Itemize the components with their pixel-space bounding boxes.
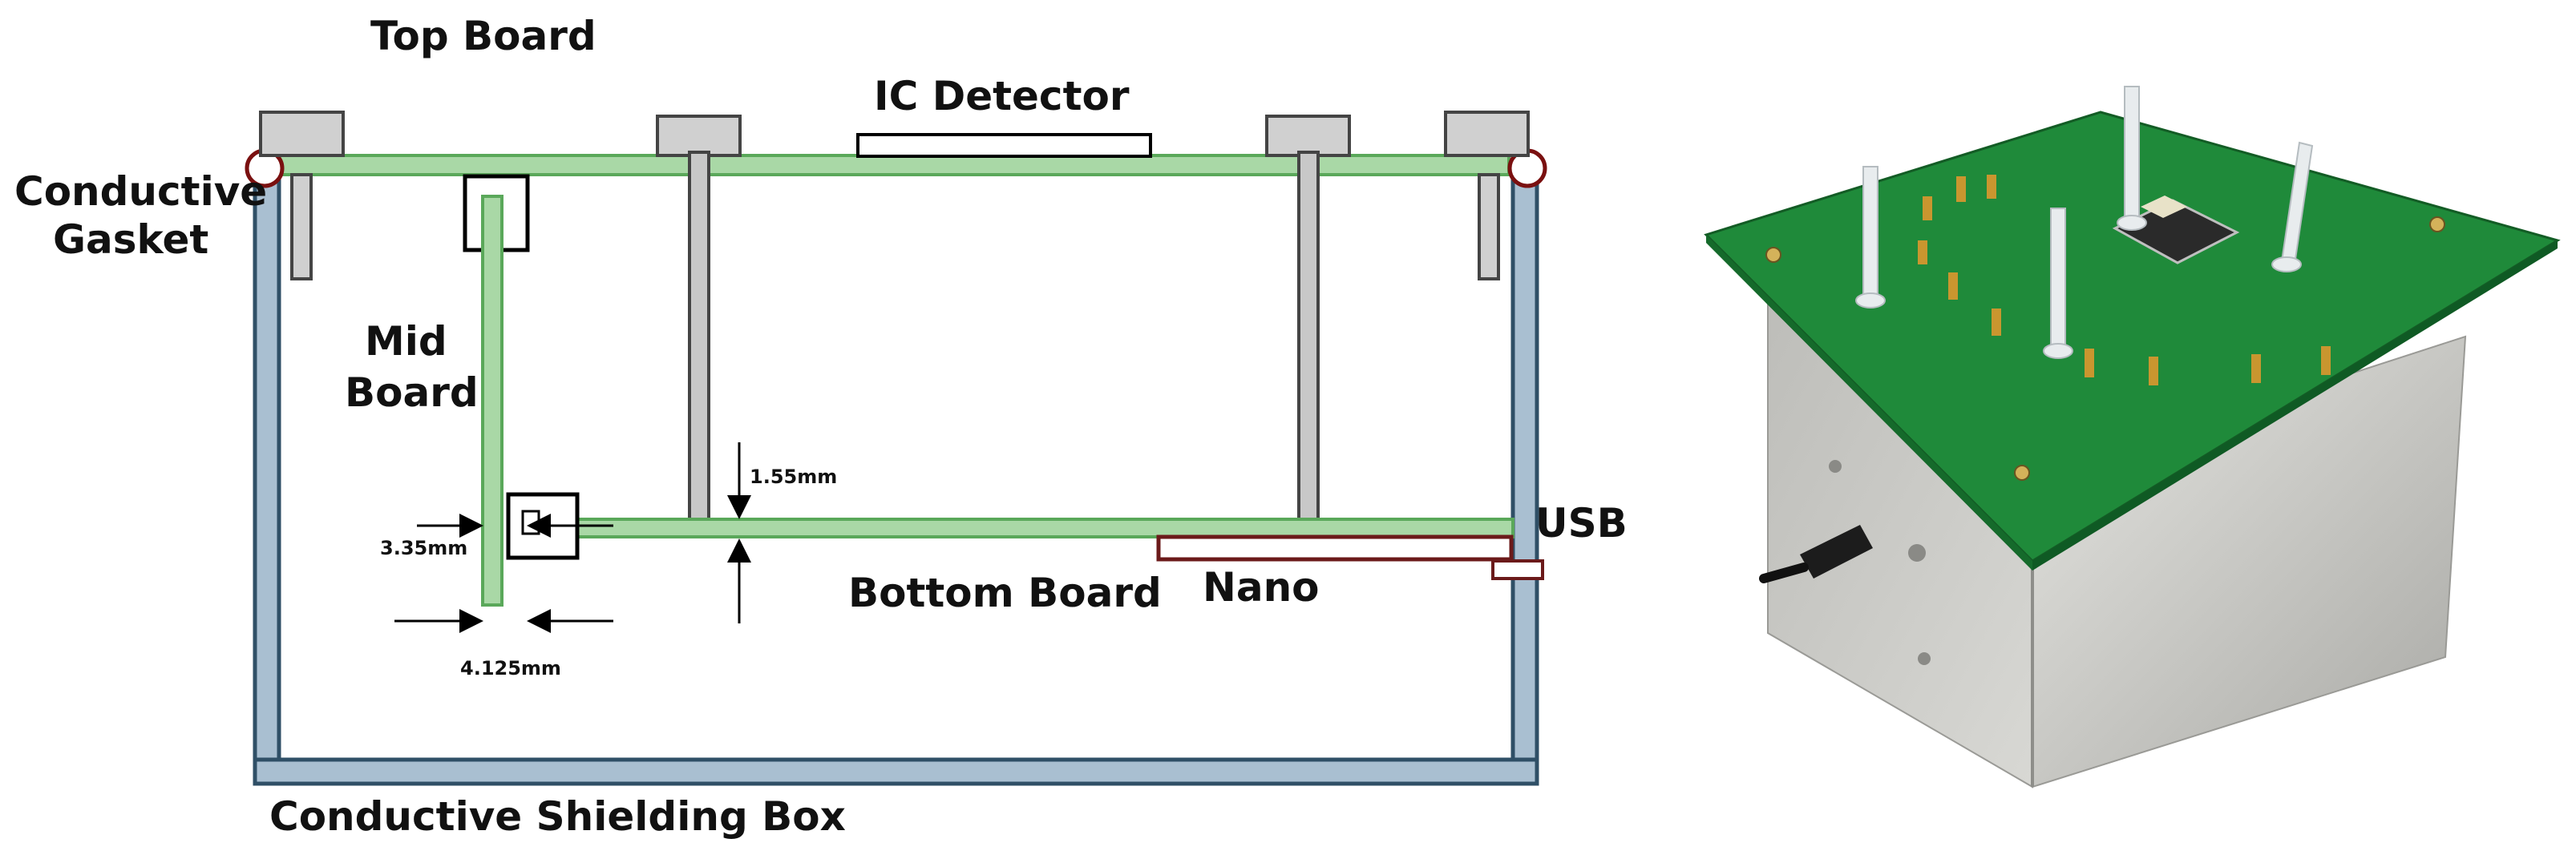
label-gasket: Gasket <box>53 216 208 263</box>
sma-connector <box>1956 176 1966 202</box>
pcb-mount-hole <box>1765 247 1781 263</box>
box-screw <box>1908 544 1926 562</box>
pcb-mount-hole <box>2014 465 2030 481</box>
nylon-post <box>2050 208 2066 352</box>
label-board: Board <box>345 369 479 416</box>
shielding-box <box>253 164 1539 786</box>
top-board <box>273 154 1510 176</box>
nano-board <box>1156 534 1514 562</box>
pcb-chip-socket-lid <box>2141 196 2187 218</box>
sma-connector <box>2251 354 2261 383</box>
box-screw <box>1829 460 1842 473</box>
pcb-mount-hole <box>2429 216 2445 232</box>
box-screw <box>1918 652 1931 665</box>
nylon-post <box>2124 86 2140 224</box>
sma-connector <box>1992 309 2001 336</box>
sma-connector <box>2321 346 2331 375</box>
label-shielding-box: Conductive Shielding Box <box>269 793 846 840</box>
standoff-screw-left <box>290 173 313 280</box>
shielding-box-left-wall <box>253 164 281 786</box>
standoff-cap <box>1265 115 1351 157</box>
sma-connectors <box>1918 175 2331 385</box>
pcb-edge-left <box>1706 235 2032 571</box>
shielding-box-right-wall <box>1510 164 1539 786</box>
sma-connector <box>2149 357 2158 385</box>
nylon-posts <box>1855 86 2314 359</box>
standoff-cap <box>656 115 742 157</box>
standoff-screw-right <box>1478 173 1500 280</box>
usb-cable <box>1759 525 1873 583</box>
device-photo <box>1704 86 2561 788</box>
nylon-post-base <box>2043 343 2073 359</box>
standoff-caps <box>259 111 1530 157</box>
sma-connector <box>1987 175 1996 199</box>
label-usb: USB <box>1535 500 1628 546</box>
pcb-edge-right <box>2032 240 2558 571</box>
mid-board <box>481 195 503 607</box>
usb-cord <box>1759 563 1809 583</box>
label-nano: Nano <box>1203 564 1320 611</box>
bottom-board <box>512 518 1514 538</box>
sma-connector <box>1923 196 1932 220</box>
usb-connector <box>1491 559 1544 580</box>
sma-connector <box>1918 240 1927 264</box>
label-dim-155: 1.55mm <box>750 466 837 488</box>
sma-connector <box>1948 272 1958 300</box>
ic-detector <box>856 133 1152 158</box>
label-mid: Mid <box>365 318 447 365</box>
shielding-box-floor <box>253 757 1539 786</box>
label-bottom-board: Bottom Board <box>848 570 1162 616</box>
label-ic-detector: IC Detector <box>874 73 1130 119</box>
label-dim-335: 3.35mm <box>380 537 467 559</box>
standoff-cap <box>1444 111 1530 157</box>
usb-plug <box>1800 525 1873 579</box>
label-conductive: Conductive <box>14 168 267 215</box>
nylon-post-base <box>1855 292 1886 309</box>
dimension-arrows <box>394 442 751 633</box>
label-dim-4125: 4.125mm <box>460 657 561 680</box>
label-top-board: Top Board <box>370 13 596 59</box>
nylon-post-base <box>2117 215 2147 231</box>
nylon-post <box>1862 166 1878 300</box>
spacer-left <box>688 151 710 537</box>
spacer-right <box>1297 151 1320 537</box>
nylon-post-base <box>2271 256 2302 272</box>
sma-connector <box>2085 349 2094 377</box>
connector-slot <box>521 510 540 535</box>
standoff-cap <box>259 111 345 157</box>
